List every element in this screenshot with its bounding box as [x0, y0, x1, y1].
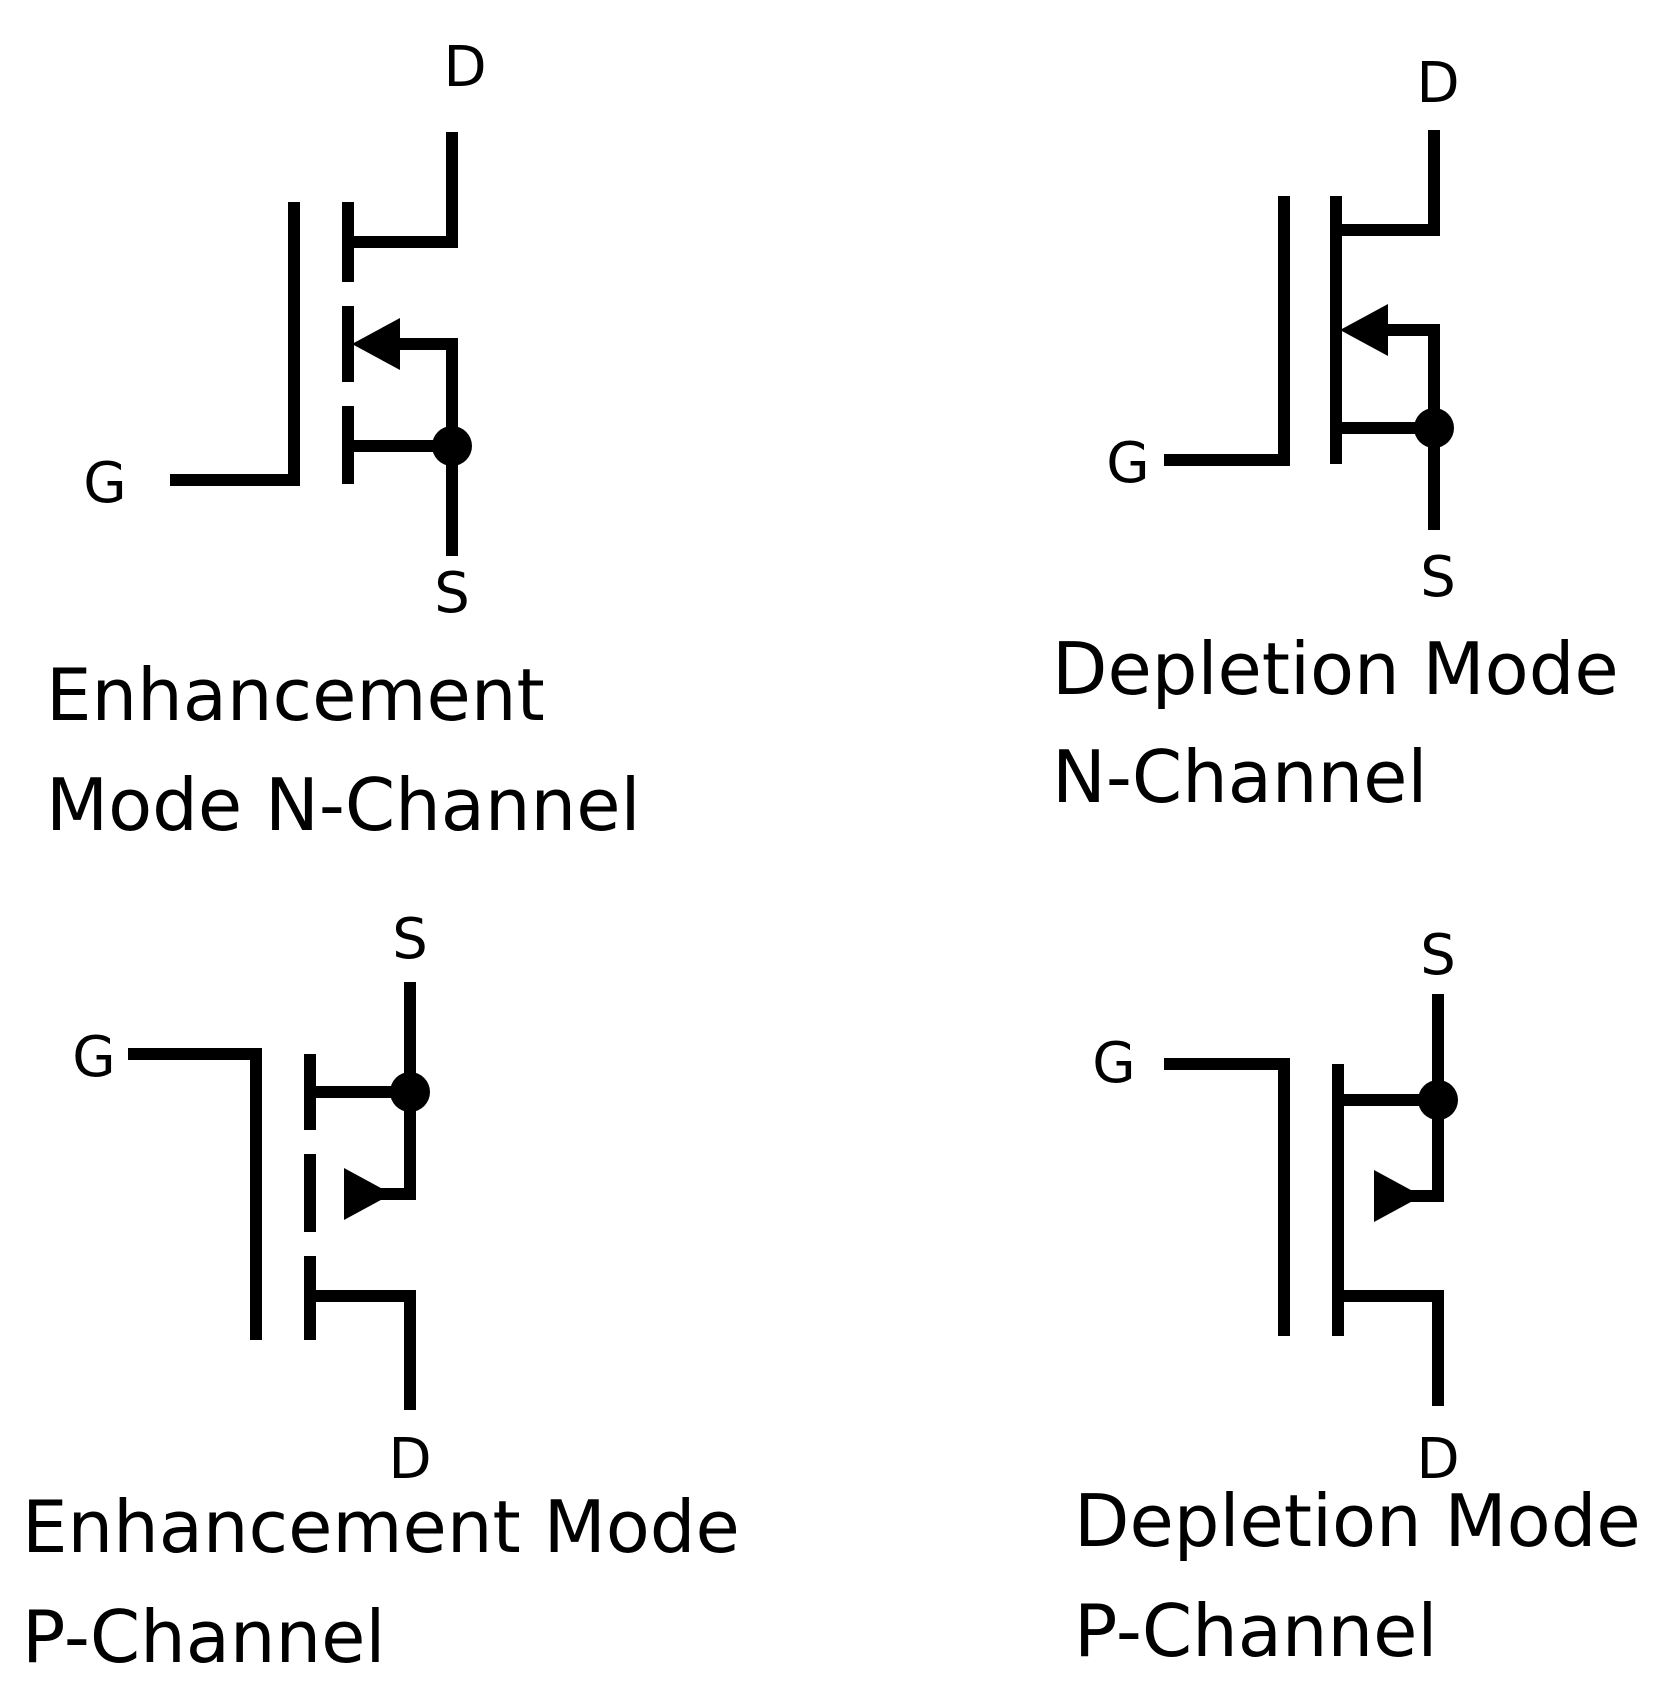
arrow-out-icon [1374, 1170, 1422, 1222]
symbol-enhancement-p-channel: S G D Enhancement Mode P-Channel [22, 907, 740, 1679]
junction-dot [432, 426, 472, 466]
junction-dot [1414, 408, 1454, 448]
caption-line-2: P-Channel [22, 1595, 385, 1679]
source-wire [1338, 994, 1444, 1106]
gate-wire [1164, 1058, 1290, 1336]
drain-label: D [1416, 1427, 1459, 1492]
source-wire [310, 982, 416, 1098]
caption-line-2: N-Channel [1052, 735, 1427, 819]
drain-label: D [388, 1427, 431, 1492]
drain-wire [1338, 1290, 1444, 1406]
source-label: S [392, 907, 428, 972]
source-label: S [1420, 923, 1456, 988]
caption-line-1: Enhancement [46, 653, 545, 737]
junction-dot [1418, 1080, 1458, 1120]
gate-label: G [72, 1025, 115, 1090]
source-label: S [434, 561, 470, 626]
junction-dot [390, 1072, 430, 1112]
gate-wire [1164, 196, 1290, 466]
source-wire [348, 440, 458, 556]
drain-wire [1336, 130, 1440, 236]
source-label: S [1420, 545, 1456, 610]
source-wire [1336, 422, 1440, 530]
drain-label: D [443, 35, 486, 100]
arrow-out-icon [344, 1168, 392, 1220]
gate-label: G [1092, 1031, 1135, 1096]
drain-wire [310, 1290, 416, 1410]
gate-wire [170, 202, 300, 486]
gate-label: G [1106, 431, 1149, 496]
drain-label: D [1416, 51, 1459, 116]
gate-label: G [83, 451, 126, 516]
arrow-in-icon [1340, 304, 1388, 356]
arrow-in-icon [352, 318, 400, 370]
caption-line-2: Mode N-Channel [46, 763, 641, 847]
caption-line-1: Enhancement Mode [22, 1485, 740, 1569]
symbol-depletion-n-channel: D G S Depletion Mode N-Channel [1052, 51, 1619, 819]
symbol-depletion-p-channel: S G D Depletion Mode P-Channel [1074, 923, 1641, 1673]
caption-line-2: P-Channel [1074, 1589, 1437, 1673]
gate-wire [128, 1048, 262, 1340]
drain-wire [348, 132, 458, 248]
symbol-enhancement-n-channel: D G S Enhancement Mode N-Channel [46, 35, 641, 847]
body-wire [1384, 324, 1440, 428]
body-wire [395, 338, 458, 446]
caption-line-1: Depletion Mode [1074, 1479, 1641, 1563]
caption-line-1: Depletion Mode [1052, 627, 1619, 711]
